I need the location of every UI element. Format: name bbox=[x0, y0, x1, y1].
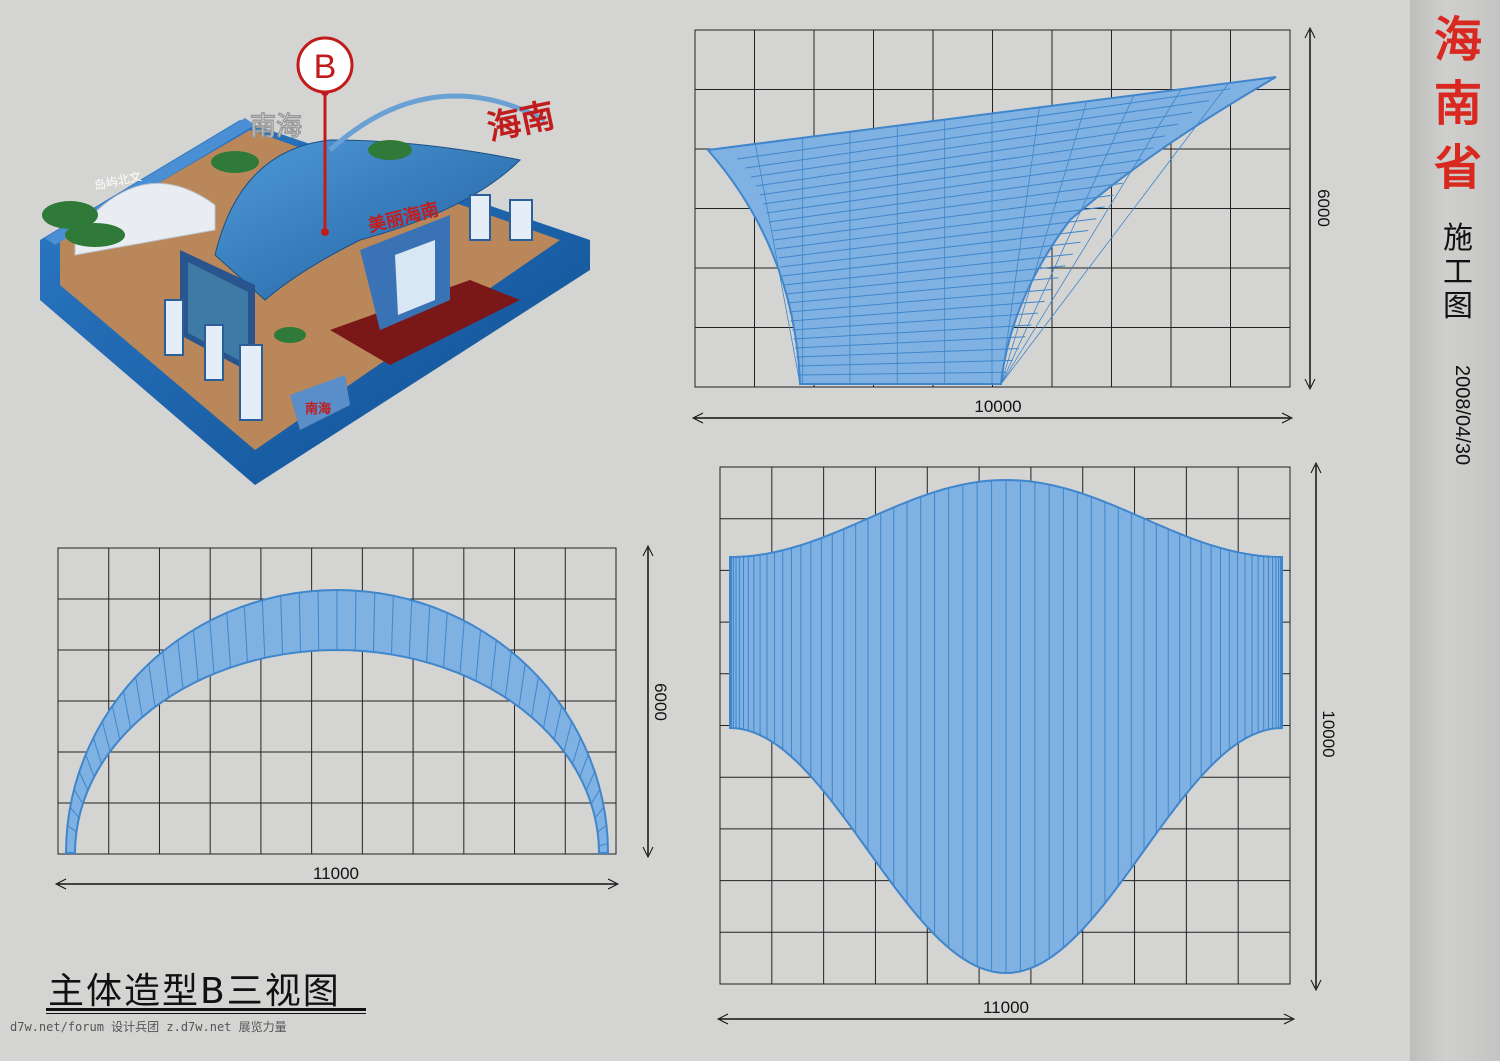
caption-underline bbox=[46, 1008, 366, 1011]
panel-seam bbox=[762, 147, 1154, 205]
panel-seam bbox=[135, 676, 143, 718]
panel-seam bbox=[226, 612, 231, 668]
panel-seam bbox=[785, 265, 1066, 295]
width-dimension: 11000 bbox=[313, 864, 359, 883]
panel-seam bbox=[354, 590, 357, 651]
panel-seam bbox=[563, 721, 573, 752]
height-dimension: 10000 bbox=[1319, 710, 1338, 757]
panel-seam bbox=[280, 595, 284, 655]
panel-seam bbox=[67, 825, 77, 833]
panel-seam bbox=[518, 663, 526, 708]
panel-seam bbox=[798, 371, 1007, 376]
panel-seam bbox=[475, 629, 482, 681]
panel-seam bbox=[443, 612, 448, 668]
front-elevation-view: 6000 11000 bbox=[54, 544, 670, 890]
panel-seam bbox=[790, 300, 1045, 322]
panel-seam bbox=[243, 605, 248, 663]
panel-rib bbox=[1000, 101, 1088, 385]
panel-seam bbox=[598, 843, 608, 847]
panel-seam bbox=[92, 737, 102, 765]
panel-rib bbox=[1000, 95, 1135, 385]
panel-seam bbox=[78, 771, 89, 791]
panel-seam bbox=[572, 737, 582, 765]
panel-seam bbox=[768, 170, 1133, 223]
panel-seam bbox=[162, 651, 170, 698]
drawing-type: 施工图 bbox=[1443, 222, 1473, 323]
panel-seam bbox=[459, 620, 465, 674]
panel-seam bbox=[755, 123, 1178, 187]
panel-seam bbox=[590, 789, 601, 805]
panel-rib bbox=[1000, 107, 1040, 385]
panel-seam bbox=[531, 676, 539, 718]
panel-rib bbox=[754, 143, 801, 385]
panel-seam bbox=[788, 289, 1052, 313]
panel-seam bbox=[209, 620, 215, 674]
panel-seam bbox=[780, 230, 1089, 268]
callout-b-marker bbox=[296, 36, 354, 94]
panel-seam bbox=[372, 592, 376, 652]
panel-seam bbox=[390, 595, 394, 655]
drawing-caption: 主体造型B三视图 bbox=[48, 971, 341, 1012]
panel-seam bbox=[553, 705, 563, 740]
booth-perspective-render: 南海 南海 海南 美丽海南 岛屿北文 B bbox=[40, 36, 590, 485]
panel-seam bbox=[791, 312, 1038, 331]
panel-rib bbox=[1000, 88, 1182, 385]
panel-seam bbox=[766, 159, 1143, 214]
panel-seam bbox=[408, 600, 413, 658]
roof-sign-white: 南海 bbox=[250, 112, 302, 142]
panel-rib bbox=[1000, 82, 1229, 385]
width-dimension: 11000 bbox=[983, 998, 1029, 1017]
panel-seam bbox=[192, 629, 199, 681]
callout-b-label: B bbox=[314, 48, 337, 86]
panel-seam bbox=[148, 663, 156, 708]
panel-seam bbox=[787, 277, 1059, 304]
panel-seam bbox=[101, 721, 111, 752]
watermark: d7w.net/forum 设计兵团 z.d7w.net 展览力量 bbox=[10, 1020, 287, 1034]
panel-seam bbox=[773, 194, 1114, 241]
panel-seam bbox=[585, 771, 596, 791]
wall-sign: 南海 bbox=[305, 401, 331, 417]
panel-seam bbox=[73, 789, 84, 805]
caption-underline-thin bbox=[46, 1013, 366, 1014]
title-block bbox=[1410, 0, 1500, 1061]
panel-seam bbox=[594, 807, 605, 819]
panel-seam bbox=[122, 690, 132, 729]
panel-seam bbox=[794, 336, 1026, 349]
panel-seam bbox=[751, 111, 1193, 178]
panel-seam bbox=[745, 100, 1209, 169]
width-dimension: 10000 bbox=[974, 397, 1021, 416]
panel-seam bbox=[111, 705, 121, 740]
roof-sign-red: 海南 bbox=[484, 96, 559, 149]
panel-seam bbox=[783, 253, 1073, 286]
panel-seam bbox=[797, 359, 1013, 367]
panel-seam bbox=[69, 807, 80, 819]
panel-seam bbox=[597, 825, 607, 833]
panel-seam bbox=[796, 348, 1019, 358]
height-dimension: 6000 bbox=[1314, 189, 1333, 227]
panel-seam bbox=[85, 754, 95, 778]
panel-seam bbox=[426, 605, 431, 663]
panel-seam bbox=[778, 218, 1097, 259]
panel-seam bbox=[737, 88, 1231, 160]
panel-seam bbox=[298, 592, 302, 652]
panel-seam bbox=[261, 600, 266, 658]
height-dimension: 6000 bbox=[651, 683, 670, 721]
side-elevation-view: 6000 10000 bbox=[691, 26, 1333, 424]
arch-surface bbox=[64, 588, 610, 854]
panel-seam bbox=[542, 690, 552, 729]
panel-seam bbox=[776, 206, 1105, 250]
project-title: 海南省 bbox=[1433, 12, 1482, 196]
panel-seam bbox=[782, 241, 1081, 277]
panel-seam bbox=[771, 182, 1123, 232]
plan-view: 10000 11000 bbox=[716, 461, 1338, 1025]
panel-seam bbox=[579, 754, 589, 778]
panel-seam bbox=[490, 640, 497, 689]
panel-seam bbox=[504, 651, 512, 698]
panel-seam bbox=[177, 640, 184, 689]
panel-seam bbox=[317, 590, 320, 651]
panel-seam bbox=[759, 135, 1166, 196]
